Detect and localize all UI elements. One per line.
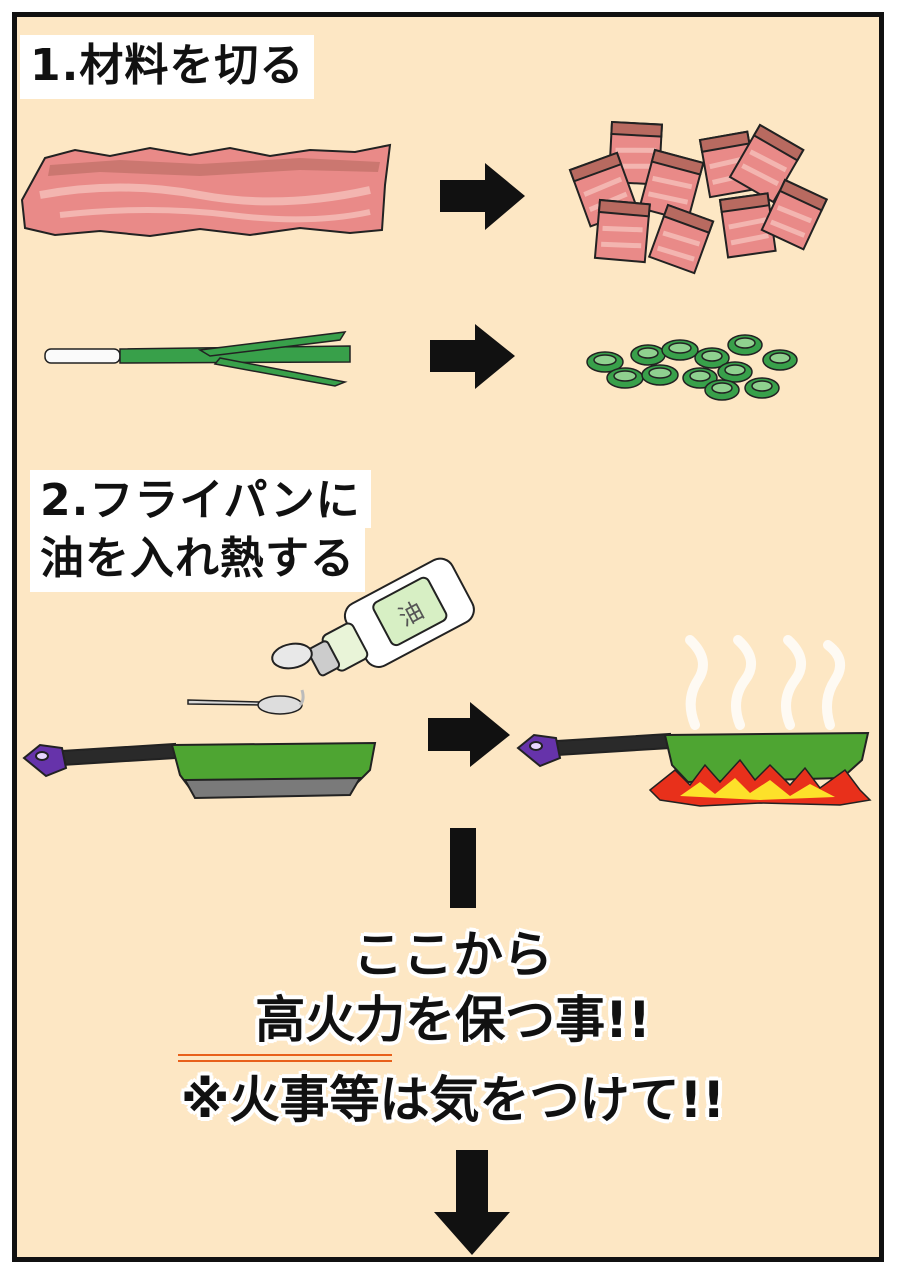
step2-title-line2: 油を入れ熱する: [30, 528, 365, 592]
arrow-right-icon: [428, 702, 510, 767]
steam-icon: [690, 640, 840, 725]
frying-pan-icon: [24, 743, 375, 798]
arrow-right-icon: [440, 163, 525, 230]
green-onion-icon: [45, 332, 350, 386]
arrow-down-icon: [434, 1150, 510, 1255]
heated-pan-icon: [518, 733, 868, 782]
arrow-right-icon: [430, 324, 515, 389]
note-line1: ここから: [0, 925, 906, 985]
bacon-pieces-icon: [570, 122, 827, 273]
step2-title-line1: 2.フライパンに: [30, 470, 371, 528]
step1-title: 1.材料を切る: [20, 35, 314, 99]
note-line3: ※火事等は気をつけて!!: [0, 1070, 906, 1130]
note-line2: 高火力を保つ事!!: [0, 990, 906, 1050]
spoon-icon: [188, 696, 302, 714]
bacon-slab-icon: [22, 145, 390, 236]
divider-bar: [450, 828, 476, 908]
emphasis-underline: [178, 1052, 392, 1064]
chopped-onion-icon: [587, 335, 797, 400]
